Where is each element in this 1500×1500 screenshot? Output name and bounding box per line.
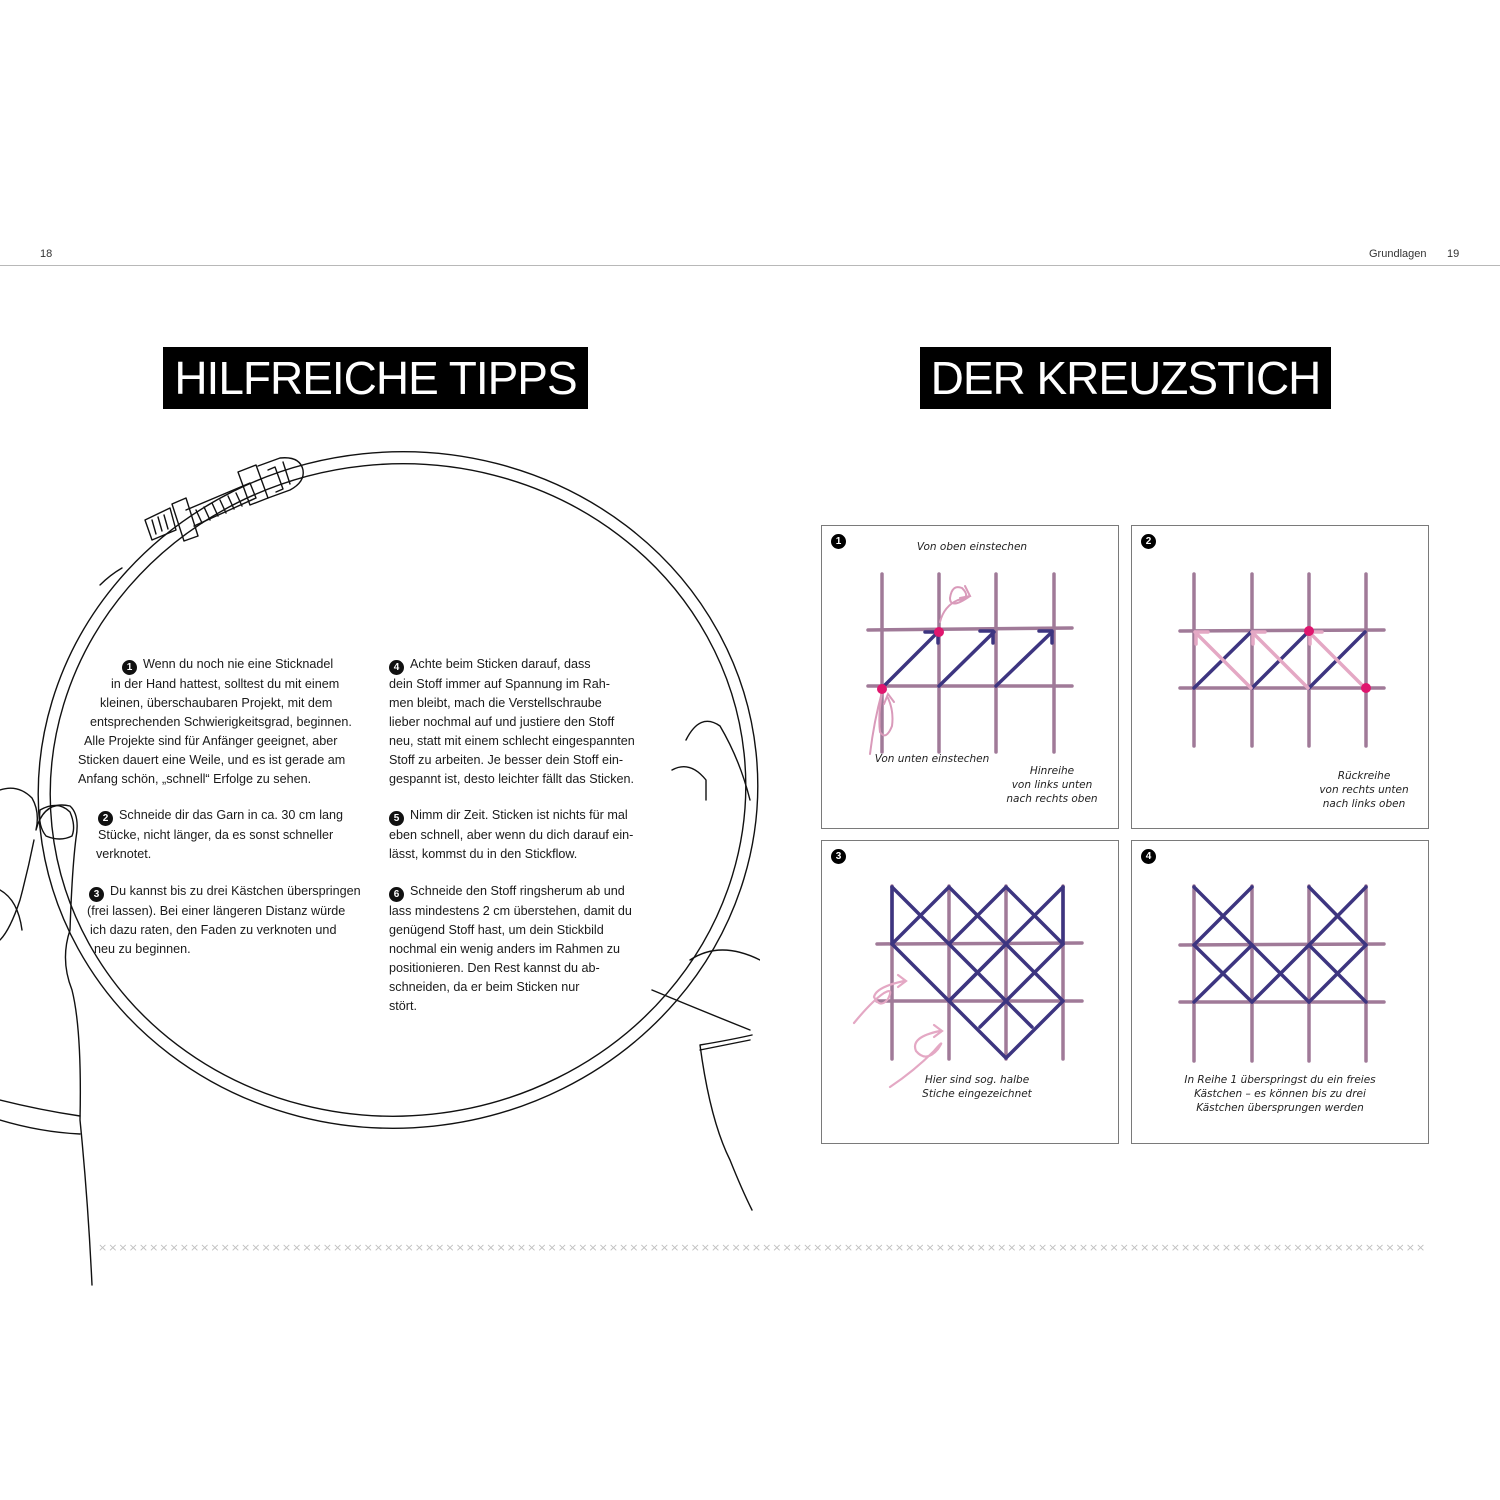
tip-number-5: 5 xyxy=(389,811,404,826)
left-hand xyxy=(0,787,93,1286)
stitch-panel-3: 3 Hier sind sog. xyxy=(821,840,1119,1144)
tip-4-line: gespannt ist, desto leichter fällt das S… xyxy=(389,772,635,786)
cross-stitch-border: ××××××××××××××××××××××××××××××××××××××××… xyxy=(98,1241,1427,1254)
caption-line: nach links oben xyxy=(1322,798,1406,810)
header-rule xyxy=(0,265,1500,266)
tip-number-3: 3 xyxy=(89,887,104,902)
tip-1-line: Sticken dauert eine Weile, und es ist ge… xyxy=(78,753,346,767)
caption-line: von rechts unten xyxy=(1319,784,1409,796)
panel-1-caption-left: Von unten einstechen xyxy=(874,753,990,765)
tip-4-line: lieber nochmal auf und justiere den Stof… xyxy=(389,715,615,729)
tip-3-line: Du kannst bis zu drei Kästchen übersprin… xyxy=(110,884,361,898)
tip-number-2: 2 xyxy=(98,811,113,826)
embroidery-hoop-illustration xyxy=(0,451,760,1286)
left-title: HILFREICHE TIPPS xyxy=(163,347,588,409)
right-page-number: 19 xyxy=(1447,248,1460,260)
tip-1: 1 Wenn du noch nie eine Sticknadel in der… xyxy=(78,655,368,789)
tip-4: 4 Achte beim Sticken darauf, dass dein St… xyxy=(389,655,654,789)
panel-1-caption-right: Hinreihe von links unten nach rechts obe… xyxy=(990,764,1114,806)
tip-6-line: schneiden, da er beim Sticken nur xyxy=(389,980,580,994)
panel-4-caption: In Reihe 1 überspringst du ein freies Kä… xyxy=(1150,1073,1410,1115)
caption-line: nach rechts oben xyxy=(1006,793,1098,805)
tip-1-line: Wenn du noch nie eine Sticknadel xyxy=(143,657,334,671)
right-title: DER KREUZSTICH xyxy=(920,347,1331,409)
caption-line: Rückreihe xyxy=(1337,770,1391,782)
panel-number-2: 2 xyxy=(1141,534,1156,549)
tip-1-line: entsprechenden Schwierigkeitsgrad, begin… xyxy=(90,715,352,729)
panel-number-4: 4 xyxy=(1141,849,1156,864)
tip-3-line: ich dazu raten, den Faden zu verknoten u… xyxy=(90,923,337,937)
tip-1-line: kleinen, überschaubaren Projekt, mit dem xyxy=(100,696,333,710)
tip-3: 3 Du kannst bis zu drei Kästchen überspri… xyxy=(87,882,372,959)
tip-6-line: stört. xyxy=(389,999,417,1013)
right-hand xyxy=(651,720,760,1211)
left-page-number: 18 xyxy=(40,248,53,260)
panel-1-diagram xyxy=(866,572,1074,755)
panel-2-diagram xyxy=(1178,572,1386,748)
tip-2-line: Schneide dir das Garn in ca. 30 cm lang xyxy=(119,808,344,822)
panel-number-3: 3 xyxy=(831,849,846,864)
panel-3-caption: Hier sind sog. halbe Stiche eingezeichne… xyxy=(892,1073,1062,1101)
tip-6-line: Schneide den Stoff ringsherum ab und xyxy=(410,884,625,898)
tip-4-line: Achte beim Sticken darauf, dass xyxy=(410,657,591,671)
tip-2-line: verknotet. xyxy=(96,847,152,861)
caption-line: Kästchen – es können bis zu drei xyxy=(1194,1088,1366,1100)
panel-3-diagram xyxy=(852,884,1084,1089)
tip-6: 6 Schneide den Stoff ringsherum ab und la… xyxy=(389,882,649,1016)
tip-4-line: neu, statt mit einem schlecht eingespann… xyxy=(389,734,635,748)
panel-1-caption-top: Von oben einstechen xyxy=(916,541,1028,553)
tip-5-line: Nimm dir Zeit. Sticken ist nichts für ma… xyxy=(410,808,628,822)
tip-5: 5 Nimm dir Zeit. Sticken ist nichts für m… xyxy=(389,806,649,864)
tip-number-4: 4 xyxy=(389,660,404,675)
tip-2: 2 Schneide dir das Garn in ca. 30 cm lang… xyxy=(96,806,366,864)
caption-line: Hier sind sog. halbe xyxy=(924,1074,1030,1086)
tip-1-line: Anfang schön, „schnell“ Erfolge zu sehen… xyxy=(78,772,312,786)
tip-number-6: 6 xyxy=(389,887,404,902)
caption-line: In Reihe 1 überspringst du ein freies xyxy=(1184,1074,1376,1086)
caption-line: Kästchen übersprungen werden xyxy=(1196,1102,1364,1114)
tip-5-line: lässt, kommst du in den Stickflow. xyxy=(389,847,578,861)
stitch-panel-2: 2 Rückreihe von rechts unten nach xyxy=(1131,525,1429,829)
tip-6-line: nochmal ein wenig anders im Rahmen zu xyxy=(389,942,621,956)
tip-1-line: in der Hand hattest, solltest du mit ein… xyxy=(111,677,340,691)
tip-6-line: positionieren. Den Rest kannst du ab- xyxy=(389,961,600,975)
tip-5-line: eben schnell, aber wenn du dich darauf e… xyxy=(389,828,634,842)
hoop-screw-icon xyxy=(144,457,304,542)
tip-4-line: men bleibt, mach die Verstellschraube xyxy=(389,696,602,710)
tip-number-1: 1 xyxy=(122,660,137,675)
panel-2-caption: Rückreihe von rechts unten nach links ob… xyxy=(1302,769,1426,811)
panel-number-1: 1 xyxy=(831,534,846,549)
stitch-panel-1: 1 Von oben einstechen Von unten einste xyxy=(821,525,1119,829)
tip-6-line: lass mindestens 2 cm überstehen, damit d… xyxy=(389,904,632,918)
tip-2-line: Stücke, nicht länger, da es sonst schnel… xyxy=(98,828,334,842)
stitch-panel-4: 4 In Reihe 1 überspringst du ein freies … xyxy=(1131,840,1429,1144)
tip-6-line: genügend Stoff hast, um dein Stickbild xyxy=(389,923,604,937)
tip-1-line: Alle Projekte sind für Anfänger geeignet… xyxy=(84,734,338,748)
caption-line: Hinreihe xyxy=(1029,765,1075,777)
caption-line: Stiche eingezeichnet xyxy=(922,1088,1032,1100)
tip-4-line: Stoff zu arbeiten. Je besser dein Stoff … xyxy=(389,753,624,767)
tip-3-line: neu zu beginnen. xyxy=(94,942,191,956)
tip-3-line: (frei lassen). Bei einer längeren Distan… xyxy=(87,904,346,918)
section-label: Grundlagen xyxy=(1369,248,1427,260)
caption-line: von links unten xyxy=(1011,779,1093,791)
tip-4-line: dein Stoff immer auf Spannung im Rah- xyxy=(389,677,610,691)
panel-4-diagram xyxy=(1178,884,1386,1063)
